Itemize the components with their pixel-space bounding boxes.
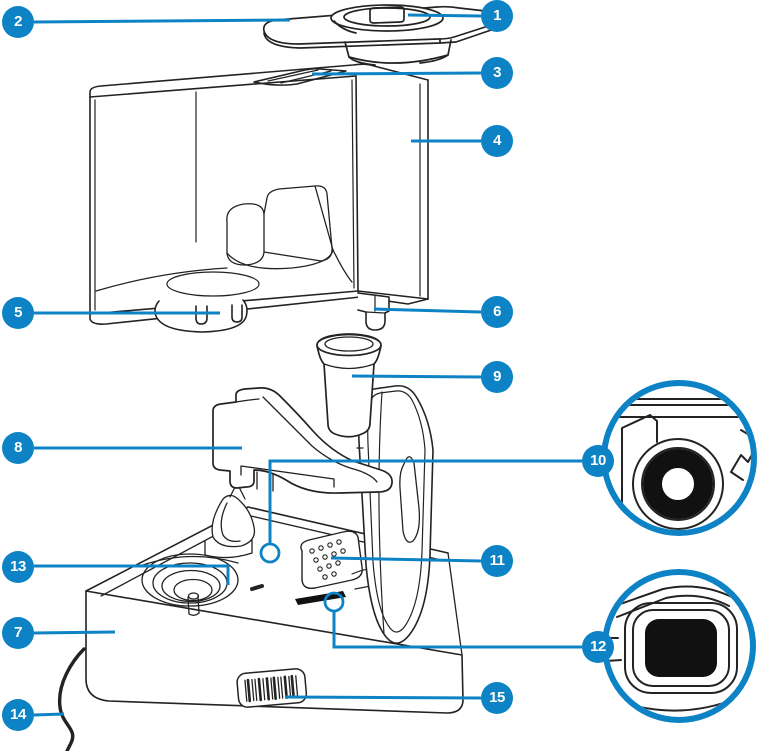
leader-13 [34, 564, 230, 585]
tank-bottom-cap [154, 299, 248, 333]
cap-knob [330, 4, 444, 32]
power-cord [57, 647, 86, 751]
callout-badge-9: 9 [481, 361, 513, 393]
base-front-face [85, 590, 464, 714]
callout-badge-2: 2 [2, 6, 34, 38]
tank-handle-recess [253, 67, 347, 86]
tank-corner-valve [357, 292, 390, 331]
callout-badge-5: 5 [2, 297, 34, 329]
air-outlet-ring [643, 449, 713, 519]
detail-view-12 [602, 569, 756, 723]
leader-2 [33, 18, 291, 24]
marker-circle-10 [259, 542, 281, 564]
callout-badge-6: 6 [481, 296, 513, 328]
tank-inner-column [226, 203, 265, 266]
callout-badge-10: 10 [582, 445, 614, 477]
callout-badge-4: 4 [481, 125, 513, 157]
leader-9 [351, 374, 482, 379]
leader-10 [268, 459, 582, 544]
perforated-pad [300, 530, 363, 590]
callout-badge-12: 12 [582, 631, 614, 663]
leader-1 [407, 13, 482, 18]
marker-circle-12 [323, 591, 345, 613]
detail-view-10 [601, 380, 757, 536]
barcode-label [236, 668, 308, 708]
callout-leader-lines [33, 13, 582, 717]
leader-3 [311, 71, 482, 76]
tank-cap-drawing [262, 4, 510, 66]
leader-15 [284, 695, 482, 700]
leader-7 [33, 630, 116, 635]
sensor-window [645, 619, 717, 677]
callout-badge-14: 14 [2, 699, 34, 731]
leader-6 [373, 307, 482, 314]
callout-badge-13: 13 [2, 551, 34, 583]
tank-floor-recess [166, 271, 260, 297]
panel-handle-cutout [399, 456, 421, 543]
callout-badge-1: 1 [481, 0, 513, 32]
leader-11 [330, 556, 482, 563]
callout-badge-15: 15 [481, 682, 513, 714]
mist-tube-drawing [316, 333, 382, 438]
mist-duct-drawing [212, 387, 393, 494]
water-inlet-scoop [204, 482, 256, 559]
side-panel-drawing [356, 384, 434, 644]
callout-badge-11: 11 [481, 545, 513, 577]
callout-badge-8: 8 [2, 432, 34, 464]
outlet-slot [295, 591, 346, 605]
leader-12 [332, 611, 582, 649]
leader-14 [33, 712, 65, 717]
tank-top-edge [89, 63, 429, 98]
barcode-lines [244, 675, 299, 702]
water-tank-drawing [89, 63, 429, 333]
callout-badge-3: 3 [481, 57, 513, 89]
base-drawing [57, 482, 464, 751]
callout-badge-7: 7 [2, 617, 34, 649]
